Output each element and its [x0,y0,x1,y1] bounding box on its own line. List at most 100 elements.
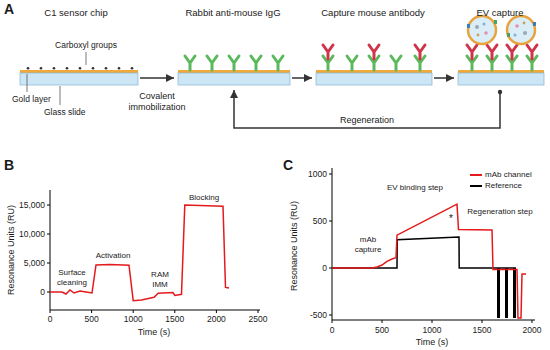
part-label: Glass slide [44,107,86,117]
antibody-icon [207,56,217,70]
part-label: Carboxyl groups [55,40,117,50]
vesicle-cargo [484,31,488,35]
gold-layer [20,70,138,73]
vesicle-membrane [507,16,535,44]
step-annotation: Blocking [189,193,219,203]
antibody-icon [185,56,195,70]
antibody-group [467,45,537,59]
tick-label: 0 [322,263,327,273]
flow-arrow [234,90,500,128]
surface-marker [467,24,470,28]
stage-title: C1 sensor chip [44,7,107,18]
vesicle [467,16,497,44]
vesicle-cargo [514,34,517,37]
tick-label: 500 [375,325,389,335]
sensorgram-curve [50,205,229,301]
vesicle-cargo [523,22,526,25]
stage-title: Capture mouse antibody [321,7,425,18]
tick-label: 10,000 [19,229,45,239]
tick-label: 0 [330,325,335,335]
tick-label: 1000 [423,325,442,335]
antibody-icon [467,45,477,59]
sensor-chip [458,16,544,85]
stage-title: EV capture [477,7,524,18]
carboxyl-dot [92,67,95,70]
stage-title: Rabbit anti-mouse IgG [185,7,280,18]
antibody-icon [527,45,537,59]
step-annotation: Activation [96,251,131,261]
tick-label: 15,000 [19,200,45,210]
leader-line [86,52,87,65]
carboxyl-dots [27,67,134,70]
carboxyl-dot [53,67,56,70]
antibody-group [323,45,425,59]
carboxyl-dot [79,67,82,70]
legend-item: mAb channel [470,170,532,180]
vesicle-cargo [523,31,527,35]
leader-line [27,74,28,92]
tick-label: 500 [85,314,99,324]
carboxyl-dot [40,67,43,70]
antibody-icon [391,56,401,70]
axis-title: Time (s) [138,327,171,338]
edge-label: Regeneration [340,115,394,126]
antibody-icon [251,56,261,70]
stage-panel: Rabbit anti-mouse IgG [174,2,292,90]
antibody-icon [369,45,379,59]
antibody-icon [507,45,517,59]
vesicle-cargo [483,23,486,26]
tick-label: 500 [313,216,327,226]
vesicle-cargo [515,24,519,28]
regeneration-spike [505,268,508,318]
chart-b [47,190,260,313]
flow-arrow [434,77,454,79]
tick-label: 1500 [165,314,184,324]
tick-label: 0 [40,287,45,297]
panel-letter: B [4,157,14,174]
axis-title: Resonance Units (RU) [289,201,300,291]
antibody-icon [229,56,239,70]
legend-item: Reference [470,181,522,191]
stage-panel: Capture mouse antibody [312,2,434,90]
surface-marker [507,33,510,37]
vesicle-membrane [468,16,496,44]
glass-slide [178,73,290,85]
tick-marks [329,174,532,323]
legend-text: mAb channel [485,170,532,179]
carboxyl-dot [66,67,69,70]
legend-sample [470,174,482,176]
sensorgram-curve [332,204,526,318]
axis-line [50,190,260,310]
step-annotation: RAM IMM [147,270,173,289]
carboxyl-dot [131,67,134,70]
carboxyl-dot [105,67,108,70]
glass-slide [316,73,432,85]
chart-c [329,168,535,323]
vesicle-cargo [477,34,480,37]
tick-label: 0 [48,314,53,324]
step-annotation: Regeneration step [467,207,532,217]
leader-line [60,86,61,105]
tick-label: 2000 [523,325,542,335]
tick-label: 1000 [124,314,143,324]
tick-label: -500 [310,310,327,320]
axis-line [332,168,535,320]
glass-slide [20,73,138,85]
stage-panel: EV capture [454,2,546,90]
tick-label: 2000 [207,314,226,324]
panel-letter: A [4,1,14,18]
flow-arrow [140,77,174,79]
carboxyl-dot [118,67,121,70]
tick-label: 1500 [473,325,492,335]
axis-title: Resonance Units (RU) [6,205,17,295]
part-label: Gold layer [12,94,51,104]
tick-label: 2500 [249,314,268,324]
sensor-chip [178,56,290,85]
panel-letter: C [283,157,293,174]
surface-marker [494,20,497,24]
tick-label: 1000 [308,169,327,179]
step-annotation: EV binding step [387,183,443,193]
